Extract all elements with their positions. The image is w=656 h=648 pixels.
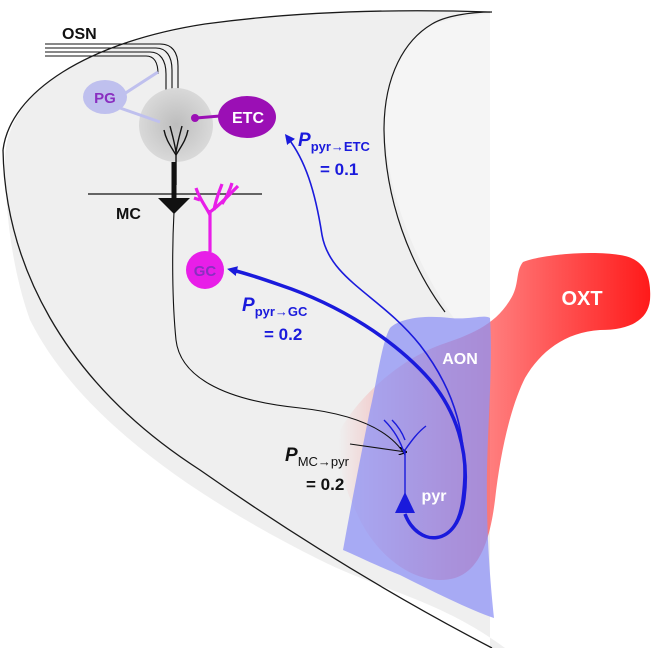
- brain-outline-edge: [2, 10, 491, 151]
- etc-cell: [218, 96, 276, 138]
- osn-label: OSN: [62, 26, 97, 43]
- etc-label: ETC: [232, 110, 264, 127]
- p-pyr-gc-subscript: pyr→GC: [255, 304, 308, 319]
- p-pyr-gc-value: = 0.2: [264, 325, 302, 344]
- pg-process-lower: [119, 106, 161, 124]
- p-pyr-etc-value: = 0.1: [320, 160, 358, 179]
- p-mc-pyr-label: PMC→pyr: [285, 445, 350, 469]
- pyr-label: pyr: [422, 488, 447, 505]
- etc-dendrite: [195, 114, 221, 120]
- gc-cell: [186, 251, 224, 289]
- glomerulus: [139, 88, 213, 162]
- pg-process-upper: [123, 70, 159, 96]
- pyr-dendrites: [383, 419, 427, 495]
- p-pyr-etc-symbol: P: [298, 130, 311, 151]
- gc-dendrites: [193, 182, 240, 252]
- gc-label: GC: [194, 263, 217, 280]
- mc-pyr-arrow: [349, 443, 406, 452]
- p-mc-pyr-symbol: P: [285, 445, 298, 466]
- etc-terminal: [191, 114, 199, 122]
- p-mc-pyr-subscript: MC→pyr: [298, 454, 350, 469]
- p-pyr-gc-label: Ppyr→GC: [242, 295, 308, 319]
- pg-cell: [83, 80, 127, 114]
- aon-label: AON: [442, 351, 478, 368]
- mc-soma: [158, 198, 190, 214]
- p-pyr-gc-symbol: P: [242, 295, 255, 316]
- brain-outline-edge-lower: [2, 149, 493, 648]
- oxt-label: OXT: [561, 288, 602, 310]
- pyr-soma: [395, 492, 415, 513]
- pyr-axon-to-gc: [227, 266, 468, 540]
- pg-label: PG: [94, 90, 116, 107]
- cortex-lobe: [384, 14, 490, 320]
- aon-region: [343, 316, 494, 618]
- p-mc-pyr-value: = 0.2: [306, 475, 344, 494]
- mc-label: MC: [116, 206, 141, 223]
- p-pyr-etc-subscript: pyr→ETC: [311, 139, 371, 154]
- cortex-lobe-edge: [383, 11, 493, 313]
- osn-axons: [45, 43, 179, 98]
- p-pyr-etc-label: Ppyr→ETC: [298, 130, 371, 154]
- mc-axon: [172, 211, 406, 456]
